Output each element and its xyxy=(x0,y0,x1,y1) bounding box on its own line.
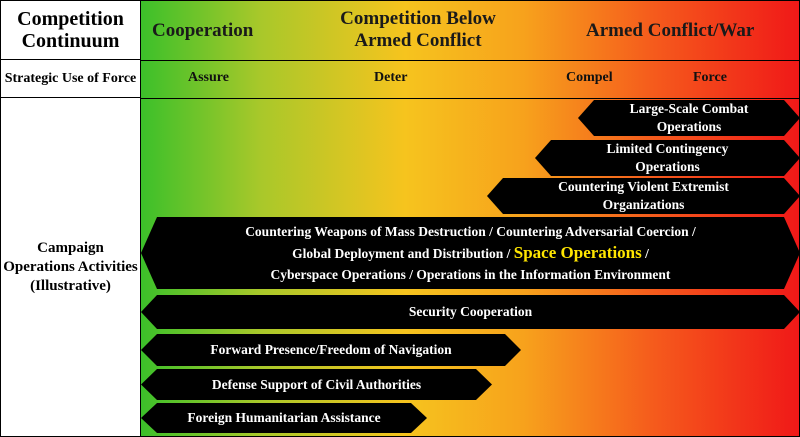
arrow-security-cooperation: Security Cooperation xyxy=(141,295,800,329)
compel-label: Compel xyxy=(566,70,613,85)
force-divider xyxy=(141,98,800,99)
header-divider xyxy=(141,60,800,61)
arrow-label: Limited Contingency Operations xyxy=(606,141,729,174)
arrow-large-scale-combat-operations: Large-Scale Combat Operations xyxy=(578,100,800,136)
space-operations-highlight: Space Operations xyxy=(513,243,642,262)
deter-label: Deter xyxy=(374,70,408,85)
arrow-countering-violent-extremist-organizations: Countering Violent Extremist Organizatio… xyxy=(487,178,800,214)
arrow-limited-contingency-operations: Limited Contingency Operations xyxy=(535,140,800,176)
big-arrow-line-1: Countering Weapons of Mass Destruction /… xyxy=(245,224,696,239)
arrow-label: Foreign Humanitarian Assistance xyxy=(187,410,381,425)
arrow-cross-continuum-operations: Countering Weapons of Mass Destruction /… xyxy=(141,217,800,289)
arrow-label: Large-Scale Combat Operations xyxy=(629,101,749,134)
left-column: Competition Continuum Strategic Use of F… xyxy=(0,0,141,437)
big-arrow-line-3: Cyberspace Operations / Operations in th… xyxy=(270,267,671,282)
arrow-label: Security Cooperation xyxy=(408,304,533,319)
assure-label: Assure xyxy=(188,70,229,85)
slash-text: / xyxy=(645,246,649,261)
cooperation-header: Cooperation xyxy=(152,20,254,41)
competition-below-armed-conflict-header: Competition Below Armed Conflict xyxy=(340,8,496,51)
arrow-label: Forward Presence/Freedom of Navigation xyxy=(210,342,452,357)
arrow-label: Countering Violent Extremist Organizatio… xyxy=(558,179,729,212)
arrow-forward-presence: Forward Presence/Freedom of Navigation xyxy=(141,334,521,366)
armed-conflict-header: Armed Conflict/War xyxy=(586,20,755,41)
arrow-defense-support-civil-authorities: Defense Support of Civil Authorities xyxy=(141,369,492,400)
strategic-use-of-force-label: Strategic Use of Force xyxy=(0,60,141,98)
campaign-operations-label: Campaign Operations Activities (Illustra… xyxy=(3,240,138,294)
global-deployment-text: Global Deployment and Distribution / xyxy=(292,246,511,261)
arrow-label: Defense Support of Civil Authorities xyxy=(211,376,422,392)
force-label: Force xyxy=(693,70,727,85)
competition-continuum-title: Competition Continuum xyxy=(0,0,141,60)
arrow-foreign-humanitarian-assistance: Foreign Humanitarian Assistance xyxy=(141,403,427,433)
big-arrow-line-2: Global Deployment and Distribution / Spa… xyxy=(292,242,649,264)
